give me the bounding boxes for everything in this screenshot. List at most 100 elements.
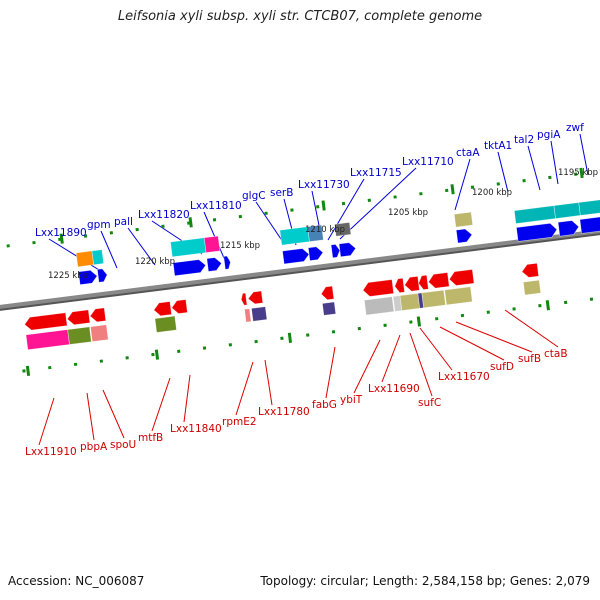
gene-label-forward[interactable]: serB bbox=[270, 187, 293, 199]
gene-reverse-arrow[interactable] bbox=[171, 299, 188, 315]
gene-feature-box[interactable] bbox=[363, 296, 395, 316]
gene-label-forward[interactable]: Lxx11730 bbox=[298, 179, 350, 191]
scale-label: 1225 kbp bbox=[48, 271, 88, 281]
gene-forward-arrow[interactable] bbox=[455, 228, 473, 244]
genome-backbone bbox=[0, 221, 600, 318]
gene-label-reverse[interactable]: sufB bbox=[518, 353, 541, 365]
scale-tick bbox=[341, 201, 346, 206]
gene-reverse-arrow[interactable] bbox=[240, 292, 248, 306]
gene-label-reverse[interactable]: fabG bbox=[312, 399, 337, 411]
scale-tick bbox=[316, 205, 320, 209]
gene-reverse-arrow[interactable] bbox=[428, 272, 450, 289]
gene-label-reverse[interactable]: Lxx11840 bbox=[170, 423, 222, 435]
scale-tick bbox=[409, 320, 413, 324]
leader-line bbox=[151, 377, 171, 432]
gene-label-reverse[interactable]: ybiT bbox=[340, 394, 363, 406]
scale-tick bbox=[6, 244, 10, 248]
gene-forward-arrow[interactable] bbox=[579, 216, 600, 234]
gene-feature-box[interactable] bbox=[453, 211, 474, 228]
scale-tick bbox=[238, 214, 243, 219]
gene-label-forward[interactable]: Lxx11710 bbox=[402, 156, 454, 168]
gene-forward-arrow[interactable] bbox=[78, 269, 98, 286]
gene-label-reverse[interactable]: mtfB bbox=[138, 432, 163, 444]
gene-forward-arrow[interactable] bbox=[282, 248, 310, 265]
gene-label-forward[interactable]: glgC bbox=[242, 190, 266, 202]
gene-feature-box[interactable] bbox=[307, 224, 324, 242]
scale-major-tick bbox=[579, 167, 584, 179]
gene-label-forward[interactable]: pgiA bbox=[537, 129, 561, 141]
gene-label-reverse[interactable]: pbpA bbox=[80, 441, 108, 453]
gene-feature-box[interactable] bbox=[522, 279, 542, 296]
scale-major-tick bbox=[25, 365, 31, 377]
leader-line bbox=[264, 359, 273, 406]
gene-feature-box[interactable] bbox=[67, 326, 92, 345]
gene-label-reverse[interactable]: Lxx11690 bbox=[368, 383, 420, 395]
gene-label-forward[interactable]: Lxx11890 bbox=[35, 227, 87, 239]
leader-line bbox=[497, 151, 509, 193]
gene-label-forward[interactable]: pall bbox=[114, 216, 133, 228]
gene-label-forward[interactable]: tal2 bbox=[514, 134, 534, 146]
gene-feature-box[interactable] bbox=[444, 286, 473, 306]
gene-forward-arrow[interactable] bbox=[338, 242, 357, 258]
gene-forward-arrow[interactable] bbox=[223, 255, 232, 270]
gene-feature-box[interactable] bbox=[244, 308, 252, 323]
gene-reverse-arrow[interactable] bbox=[89, 307, 107, 323]
scale-tick bbox=[563, 300, 568, 305]
gene-reverse-arrow[interactable] bbox=[320, 285, 335, 301]
gene-label-forward[interactable]: Lxx11820 bbox=[138, 209, 190, 221]
gene-reverse-arrow[interactable] bbox=[404, 275, 420, 292]
gene-label-forward[interactable]: tktA1 bbox=[484, 140, 512, 152]
leader-line bbox=[381, 334, 401, 383]
scale-tick bbox=[435, 317, 439, 321]
scale-label: 1195 kbp bbox=[558, 168, 598, 178]
gene-label-reverse[interactable]: rpmE2 bbox=[222, 416, 257, 428]
gene-reverse-arrow[interactable] bbox=[153, 301, 172, 317]
gene-feature-box[interactable] bbox=[251, 306, 268, 322]
gene-forward-arrow[interactable] bbox=[330, 244, 341, 259]
gene-label-reverse[interactable]: Lxx11910 bbox=[25, 446, 77, 458]
scale-tick bbox=[367, 198, 371, 202]
gene-feature-box[interactable] bbox=[334, 222, 352, 237]
gene-forward-arrow[interactable] bbox=[516, 222, 558, 242]
gene-reverse-arrow[interactable] bbox=[24, 312, 68, 331]
gene-label-forward[interactable]: Lxx11715 bbox=[350, 167, 402, 179]
scale-tick bbox=[151, 352, 155, 357]
gene-label-forward[interactable]: Lxx11810 bbox=[190, 200, 242, 212]
gene-feature-box[interactable] bbox=[421, 289, 446, 309]
gene-feature-box[interactable] bbox=[322, 301, 337, 316]
gene-feature-box[interactable] bbox=[578, 199, 600, 216]
gene-reverse-arrow[interactable] bbox=[521, 262, 539, 278]
gene-label-reverse[interactable]: sufC bbox=[418, 397, 441, 409]
scale-tick bbox=[589, 297, 594, 301]
gene-feature-box[interactable] bbox=[154, 315, 177, 333]
scale-tick bbox=[486, 310, 490, 314]
gene-reverse-arrow[interactable] bbox=[247, 290, 264, 305]
gene-label-forward[interactable]: zwf bbox=[566, 122, 584, 134]
scale-tick bbox=[470, 185, 475, 189]
gene-feature-box[interactable] bbox=[90, 324, 109, 342]
gene-label-reverse[interactable]: ctaB bbox=[544, 348, 568, 360]
scale-tick bbox=[254, 339, 258, 344]
gene-label-reverse[interactable]: Lxx11780 bbox=[258, 406, 310, 418]
gene-forward-arrow[interactable] bbox=[96, 268, 108, 283]
gene-feature-box[interactable] bbox=[91, 249, 104, 266]
gene-label-forward[interactable]: ctaA bbox=[456, 147, 480, 159]
gene-forward-arrow[interactable] bbox=[172, 259, 207, 277]
leader-line bbox=[127, 227, 156, 266]
gene-reverse-arrow[interactable] bbox=[448, 269, 475, 286]
scale-label: 1205 kbp bbox=[388, 208, 428, 218]
scale-tick bbox=[109, 231, 114, 235]
gene-reverse-arrow[interactable] bbox=[418, 274, 429, 290]
gene-label-reverse[interactable]: Lxx11670 bbox=[438, 371, 490, 383]
gene-label-reverse[interactable]: spoU bbox=[110, 439, 136, 451]
gene-feature-box[interactable] bbox=[203, 235, 221, 253]
gene-label-forward[interactable]: gpm bbox=[87, 219, 111, 231]
gene-reverse-arrow[interactable] bbox=[66, 309, 91, 326]
gene-reverse-arrow[interactable] bbox=[362, 279, 395, 298]
gene-forward-arrow[interactable] bbox=[206, 257, 223, 272]
gene-forward-arrow[interactable] bbox=[307, 246, 324, 262]
gene-forward-arrow[interactable] bbox=[557, 220, 580, 237]
gene-label-reverse[interactable]: sufD bbox=[490, 361, 514, 373]
gene-reverse-arrow[interactable] bbox=[394, 277, 405, 294]
scale-tick bbox=[48, 365, 52, 370]
